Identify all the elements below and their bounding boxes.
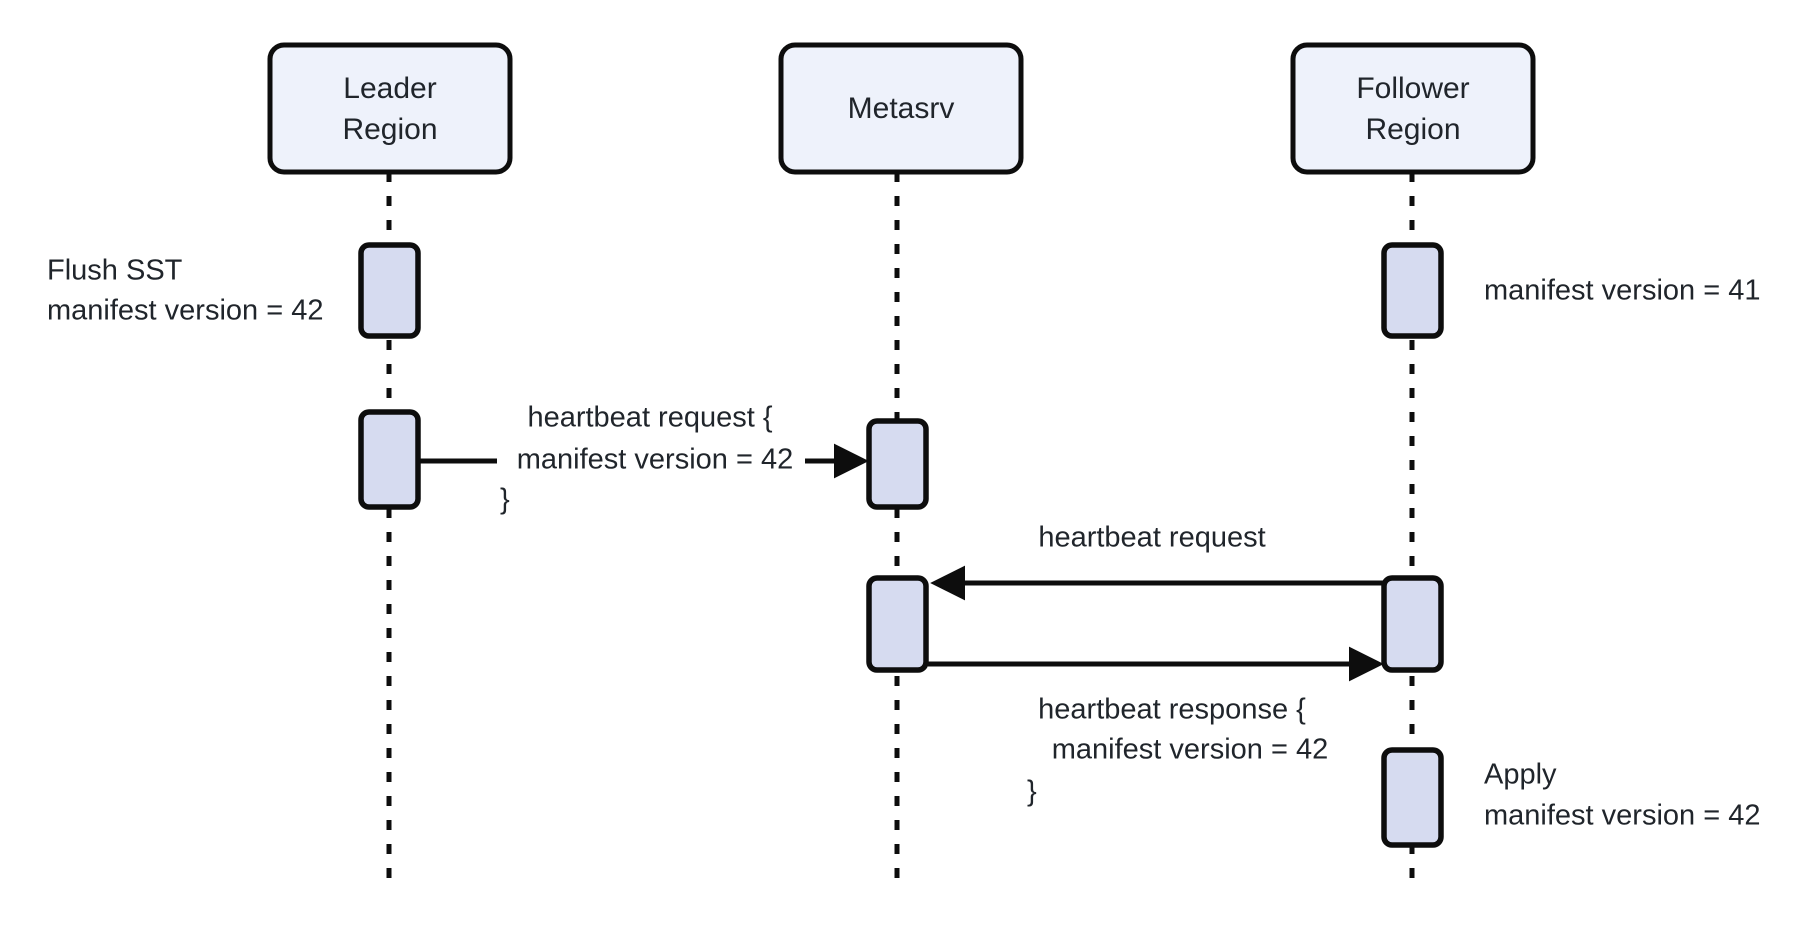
note-follower-version-41[interactable]: manifest version = 41 — [1484, 275, 1760, 307]
message-heartbeat-request-leader[interactable]: heartbeat request { manifest version = 4… — [420, 402, 869, 516]
participant-box-metasrv[interactable] — [778, 42, 1024, 175]
activation-metasrv-leader-heartbeat[interactable] — [866, 418, 929, 510]
activation-leader-flush[interactable] — [358, 242, 421, 339]
participant-label-leader-line1: Leader — [343, 72, 436, 105]
activation-follower-heartbeat[interactable] — [1381, 575, 1444, 673]
participant-box-follower[interactable] — [1290, 42, 1536, 175]
note-flush-sst-line1: Flush SST — [47, 255, 183, 287]
note-apply-line1: Apply — [1484, 759, 1557, 791]
message-heartbeat-response[interactable]: heartbeat response { manifest version = … — [928, 646, 1384, 808]
activation-metasrv-follower-heartbeat[interactable] — [866, 575, 929, 673]
note-follower-version-41-line1: manifest version = 41 — [1484, 275, 1760, 307]
message-label-line3: } — [1027, 776, 1037, 808]
activation-follower-initial[interactable] — [1381, 242, 1444, 339]
message-label-line1: heartbeat response { — [1038, 694, 1306, 726]
activation-leader-heartbeat[interactable] — [358, 409, 421, 510]
note-flush-sst-line2: manifest version = 42 — [47, 295, 323, 327]
message-label-line2: manifest version = 42 — [517, 444, 793, 476]
note-apply-line2: manifest version = 42 — [1484, 800, 1760, 832]
message-label-line2: manifest version = 42 — [1052, 734, 1328, 766]
participant-box-leader[interactable] — [267, 42, 513, 175]
participant-follower[interactable]: Follower Region — [1290, 42, 1536, 175]
participant-label-follower-line2: Region — [1365, 113, 1460, 146]
message-heartbeat-request-follower[interactable]: heartbeat request — [930, 522, 1384, 601]
note-flush-sst[interactable]: Flush SST manifest version = 42 — [47, 255, 323, 327]
note-apply[interactable]: Apply manifest version = 42 — [1484, 759, 1760, 832]
activation-follower-apply[interactable] — [1381, 747, 1444, 848]
message-label-line3: } — [500, 484, 510, 516]
participant-leader[interactable]: Leader Region — [267, 42, 513, 175]
message-label-line1: heartbeat request { — [527, 402, 772, 434]
message-label: heartbeat request — [1038, 522, 1265, 554]
participant-label-leader-line2: Region — [342, 113, 437, 146]
participant-label-follower-line1: Follower — [1356, 72, 1469, 105]
participant-metasrv[interactable]: Metasrv — [778, 42, 1024, 175]
participant-label-metasrv-line1: Metasrv — [848, 92, 955, 125]
